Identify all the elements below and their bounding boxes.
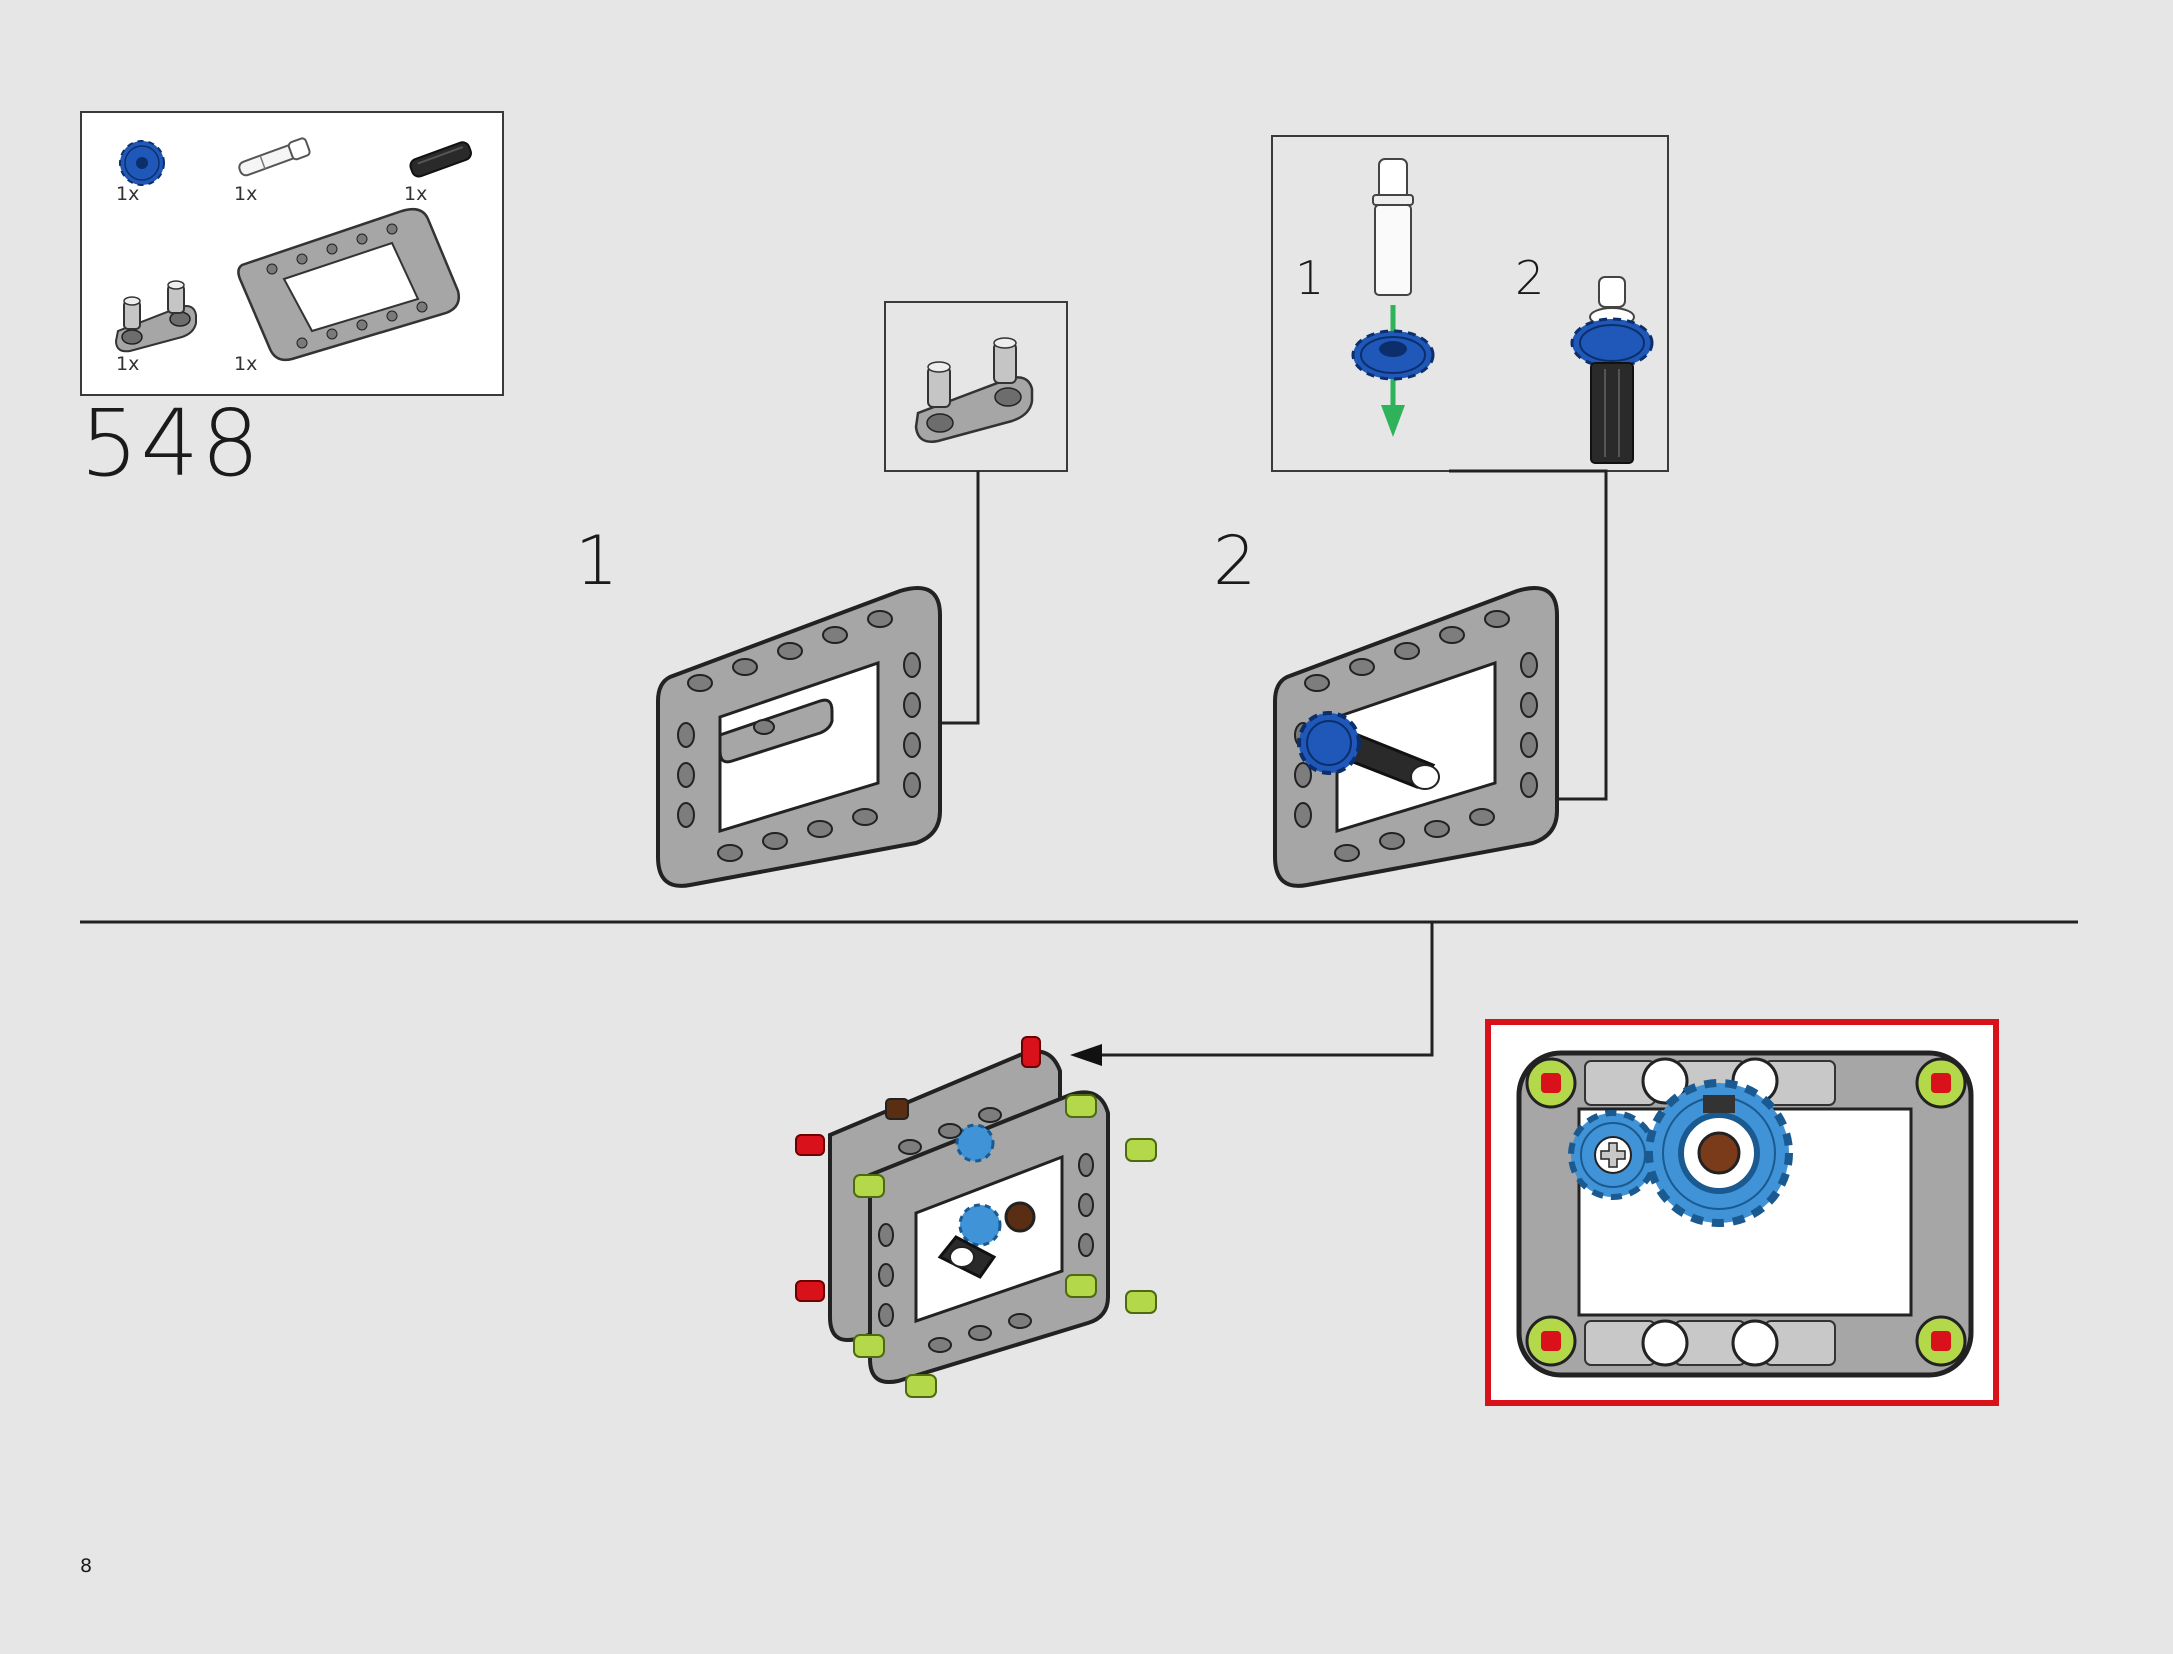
callout-step-label: 1	[1295, 251, 1325, 305]
pin-connector-grey-icon	[914, 337, 1034, 443]
part-qty: 1x	[404, 183, 428, 205]
pin-connector-grey-icon	[114, 280, 197, 353]
sub-step-label: 1	[575, 522, 619, 601]
part-qty: 1x	[234, 183, 258, 205]
gear-on-axle-assembly-icon	[1570, 276, 1654, 464]
callout-pin-connector	[884, 301, 1068, 472]
frame-step-2-illustration	[1273, 586, 1559, 888]
frame-5x7-grey-icon	[237, 208, 460, 362]
highlight-detail	[1485, 1019, 1999, 1406]
axle-pin-gear-assembly-icon	[1351, 158, 1435, 437]
axle-pin-white-icon	[238, 137, 311, 177]
page-number: 8	[80, 1555, 93, 1577]
sub-step-label: 2	[1213, 522, 1257, 601]
callout-step-label: 2	[1515, 251, 1545, 305]
callout-axle-gear: 1 2	[1271, 135, 1669, 472]
parts-list: 1x 1x 1x 1x 1x	[80, 111, 504, 396]
top-view-detail-illustration	[1516, 1050, 1974, 1378]
final-assembly-illustration	[795, 1036, 1157, 1398]
frame-step-1-illustration	[656, 586, 942, 888]
part-qty: 1x	[116, 353, 140, 375]
part-qty: 1x	[234, 353, 258, 375]
step-number: 548	[80, 390, 262, 497]
part-qty: 1x	[116, 183, 140, 205]
axle-black-icon	[409, 141, 472, 178]
gear-12-tooth-blue-icon	[119, 140, 165, 186]
